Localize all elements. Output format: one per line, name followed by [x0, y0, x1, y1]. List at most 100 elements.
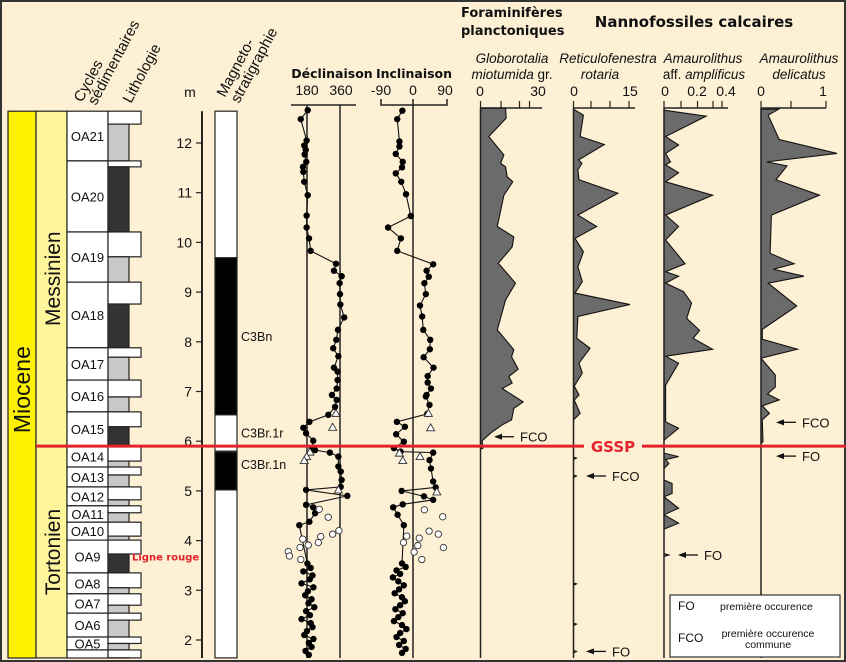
declination-point: [311, 446, 319, 454]
cycle-label: OA18: [71, 308, 104, 323]
inclination-point: [403, 625, 410, 633]
declination-point: [305, 235, 313, 242]
declination-point: [301, 178, 308, 185]
declination-open-point: [285, 552, 294, 560]
inclination-point: [416, 302, 424, 309]
inclination-triangle-point: [415, 451, 425, 461]
declination-point: [310, 635, 317, 643]
inclination-point: [426, 401, 433, 409]
inclination-point: [422, 290, 430, 298]
inclination-point: [396, 570, 404, 578]
lithology-marl: [107, 642, 130, 651]
inclination-point: [429, 478, 437, 485]
depth-tick-label: 11: [177, 185, 192, 201]
declination-point: [341, 314, 348, 321]
declination-point: [330, 345, 337, 352]
cycle-box: [66, 231, 109, 283]
inclination-point: [384, 224, 392, 231]
inclination-point: [394, 247, 401, 255]
inclination-point: [394, 511, 401, 518]
marker-label: FCO: [612, 469, 639, 484]
lithology-limestone: [107, 466, 142, 476]
marker-arrow-icon: [494, 433, 502, 440]
del-abundance-curve: [760, 108, 838, 446]
declination-point: [298, 580, 305, 587]
inclination-point: [429, 449, 437, 456]
declination-open-point: [317, 532, 325, 541]
declination-point: [305, 651, 313, 659]
declination-point: [306, 418, 313, 426]
declination-point: [310, 584, 317, 591]
stage-column: [35, 445, 68, 659]
species-name: Amaurolithus: [759, 51, 839, 66]
declination-point: [302, 430, 310, 437]
inclination-open-point: [425, 527, 433, 535]
legend-box: [669, 594, 841, 658]
declination-point: [297, 115, 304, 123]
inclination-point: [398, 178, 405, 185]
cycle-label: OA6: [74, 618, 100, 633]
declination-point: [307, 247, 314, 255]
lithology-marl: [107, 356, 130, 381]
declination-point: [330, 267, 338, 274]
chron-label: C3Br.1n: [241, 458, 286, 472]
inclination-point: [391, 590, 398, 597]
lithology-sapropel: [107, 166, 130, 233]
lithology-sapropel: [107, 553, 130, 574]
declination-point: [296, 521, 303, 529]
declination-point: [307, 564, 314, 572]
legend-fco-abbr: FCO: [678, 631, 703, 645]
epoch-label: Miocene: [9, 346, 35, 433]
species-name: Amaurolithus: [663, 51, 743, 66]
inclination-point: [426, 346, 434, 353]
cycle-box: [66, 539, 109, 574]
inclination-point: [425, 273, 432, 280]
declination-open-point: [299, 535, 307, 543]
inclination-point: [430, 364, 437, 371]
cycle-box: [66, 411, 109, 447]
depth-tick-label: 7: [184, 384, 192, 400]
chron-label: C3Br.1r: [241, 426, 283, 440]
inclination-point: [427, 385, 435, 392]
cycle-label: OA11: [71, 507, 103, 522]
declination-point: [300, 424, 307, 431]
declination-point: [306, 611, 314, 619]
ligne-rouge-label: Ligne rouge: [132, 553, 199, 564]
lithology-sapropel: [107, 426, 130, 447]
marker-arrow-icon: [776, 419, 784, 426]
declination-point: [333, 396, 340, 404]
inclination-point: [396, 138, 403, 145]
gssp-line-group: GSSP: [36, 436, 846, 457]
polarity-zone-reversed: [214, 110, 238, 259]
amp-abundance-curve: [662, 109, 715, 558]
inclination-point: [401, 598, 409, 605]
epoch-column: [7, 110, 37, 659]
declination-point: [311, 603, 318, 611]
lithology-marl: [107, 460, 130, 468]
inclination-point: [389, 574, 397, 581]
declination-open-point: [314, 538, 323, 547]
inclination-point: [392, 170, 399, 177]
declination-point: [304, 560, 311, 567]
lithology-limestone: [107, 281, 142, 305]
inclination-point: [398, 649, 406, 657]
inclination-open-point: [410, 548, 418, 556]
cycle-box: [66, 649, 109, 659]
gssp-label: GSSP: [591, 438, 635, 456]
inclination-point: [424, 379, 431, 386]
inclination-open-point: [439, 513, 447, 521]
legend: FO première occurence FCO première occur…: [669, 594, 841, 658]
species-qualifier: aff.: [663, 67, 685, 82]
lithology-marl: [107, 604, 130, 614]
species-name: rotaria: [581, 67, 620, 82]
polarity-zone-reversed: [214, 414, 238, 452]
declination-tick-360: 360: [329, 82, 353, 98]
declination-point: [334, 376, 341, 384]
lithology-limestone: [107, 379, 142, 398]
depth-tick-label: 2: [184, 632, 192, 648]
header-inclination: Inclinaison: [376, 66, 452, 81]
declination-triangle-point: [333, 484, 344, 494]
legend-fco-text: commune: [745, 639, 791, 651]
marker-arrow-icon: [678, 552, 686, 559]
axis-tick-label: 0.2: [687, 83, 707, 99]
